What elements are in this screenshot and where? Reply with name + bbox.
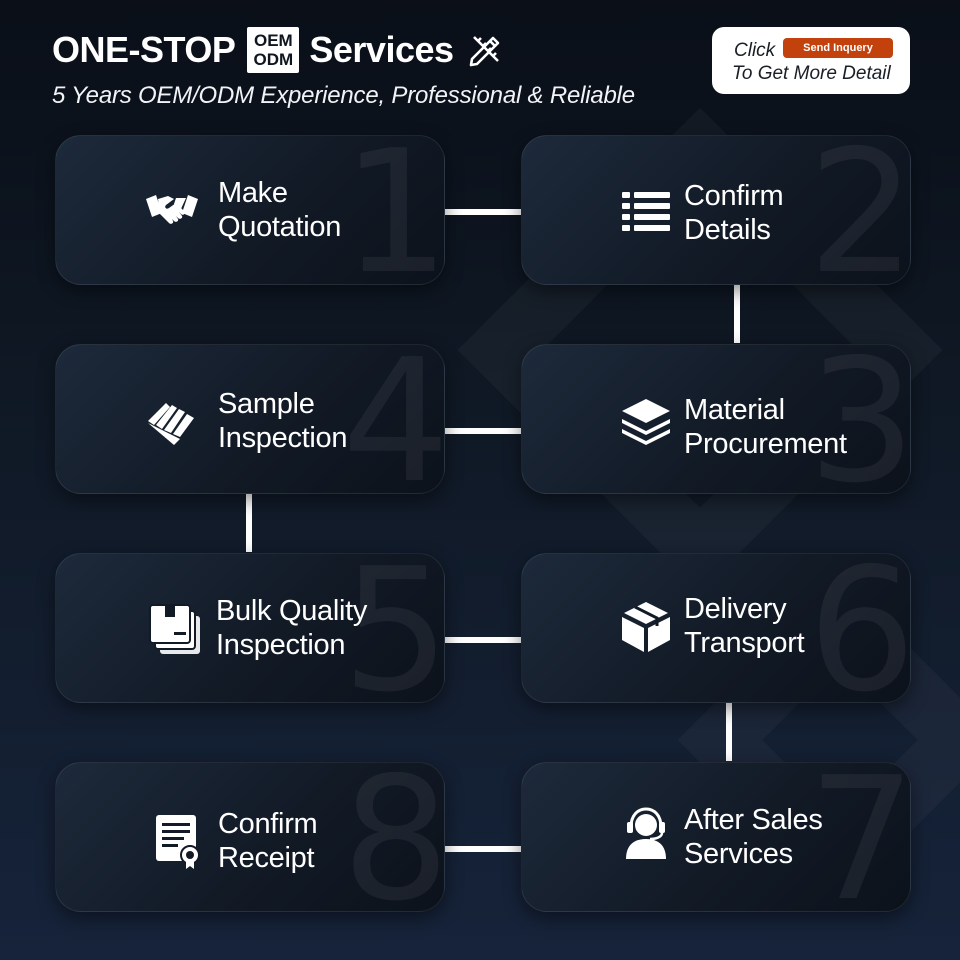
step-label-line2: Details [684,214,771,246]
connector-7-8 [445,846,521,852]
step-label-line2: Procurement [684,428,847,460]
send-inquiry-button[interactable]: Send Inquery [783,38,893,58]
step-card-4: 4 Sample Inspection [55,344,445,494]
step-card-5: 5 Bulk Quality Inspection [55,553,445,703]
step-label-line1: After Sales [684,804,823,836]
step-label-line2: Inspection [216,629,346,661]
cta-sub-label: To Get More Detail [732,63,891,84]
connector-6-7 [726,703,732,761]
certificate-icon [156,815,200,869]
headset-agent-icon [626,807,666,859]
step-label-line1: Confirm [218,808,318,840]
step-number: 4 [341,344,445,494]
connector-5-6 [445,637,521,643]
badge-oem: OEM [254,31,293,50]
step-number: 1 [341,135,445,285]
handshake-icon [146,195,198,224]
step-label-line2: Quotation [218,211,342,243]
step-label-line1: Material [684,394,785,426]
step-card-2: 2 Confirm Details [521,135,911,285]
step-label: Delivery Transport [684,592,805,660]
subtitle: 5 Years OEM/ODM Experience, Professional… [52,82,635,109]
send-inquiry-card[interactable]: Click Send Inquery To Get More Detail [712,27,910,94]
step-label-line2: Transport [684,627,805,659]
package-icon [622,602,670,652]
step-label-line2: Receipt [218,842,315,874]
step-number: 3 [807,344,911,494]
pencil-ruler-icon [469,36,499,67]
step-label: Sample Inspection [218,387,348,455]
step-card-1: 1 Make Quotation [55,135,445,285]
step-number: 2 [807,135,911,285]
oem-odm-badge: OEM ODM [247,27,300,73]
connector-4-5 [246,494,252,552]
step-label-line1: Sample [218,388,315,420]
step-label-line1: Delivery [684,593,787,625]
step-label: Bulk Quality Inspection [216,594,367,662]
badge-odm: ODM [253,50,294,69]
color-swatch-icon [148,403,194,445]
connector-2-3 [734,285,740,343]
title-services: Services [309,29,454,70]
header: ONE-STOP OEM ODM Services 5 Years OEM/OD… [52,27,635,110]
step-card-3: 3 Material Procurement [521,344,911,494]
step-label-line2: Inspection [218,422,348,454]
step-label-line1: Bulk Quality [216,595,368,627]
boxes-icon [149,604,200,654]
step-label-line2: Services [684,838,793,870]
step-label: Make Quotation [218,176,341,244]
step-card-6: 6 Delivery Transport [521,553,911,703]
step-number: 8 [341,762,445,912]
step-label: Confirm Receipt [218,807,318,875]
step-number: 7 [807,762,911,912]
title-row: ONE-STOP OEM ODM Services [52,27,635,73]
layers-icon [622,399,670,445]
list-icon [622,192,670,231]
step-card-7: 7 After Sales Services [521,762,911,912]
step-card-8: 8 Confirm Receipt [55,762,445,912]
step-label: Confirm Details [684,179,784,247]
cta-click-label: Click [734,40,776,61]
title-one-stop: ONE-STOP [52,29,236,70]
step-label: Material Procurement [684,393,847,461]
step-label-line1: Make [218,177,288,209]
step-number: 5 [341,553,445,703]
connector-1-2 [445,209,521,215]
step-label: After Sales Services [684,803,823,871]
connector-3-4 [445,428,521,434]
step-number: 6 [807,553,911,703]
step-label-line1: Confirm [684,180,784,212]
